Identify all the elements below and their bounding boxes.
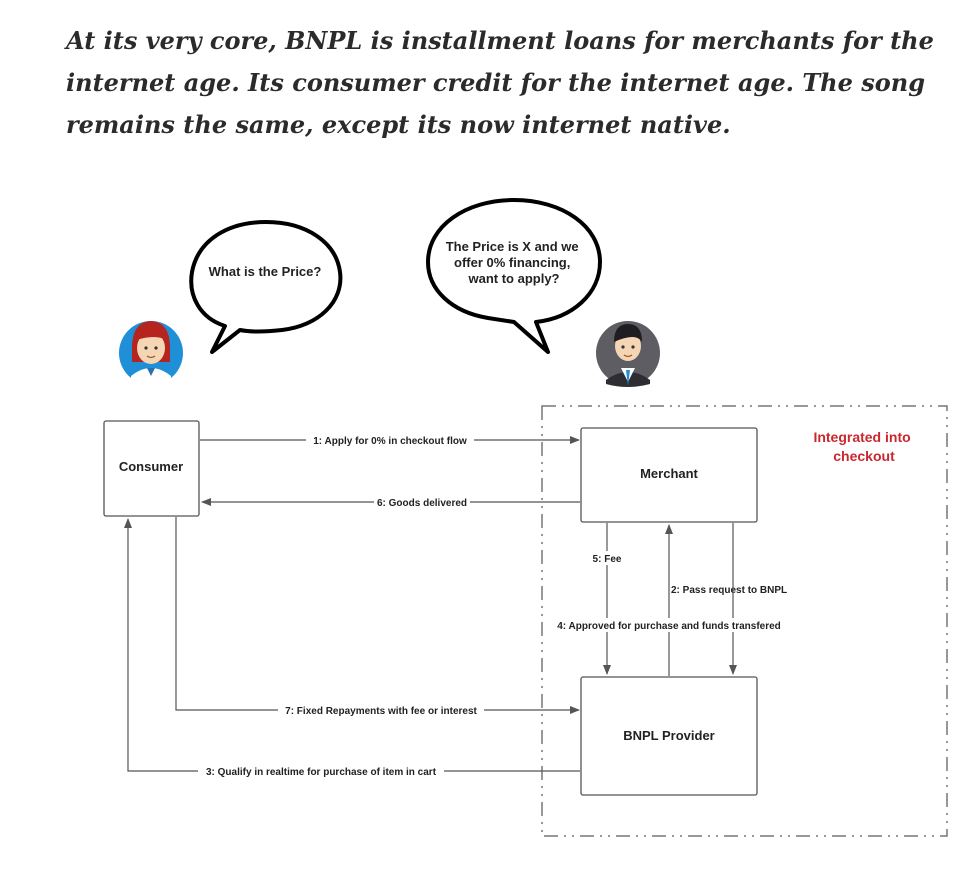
merchant-avatar-icon <box>596 321 660 387</box>
edge-7-line <box>175 517 580 714</box>
consumer-bubble-text: What is the Price? <box>209 264 322 279</box>
edge-3-label: 3: Qualify in realtime for purchase of i… <box>206 767 437 778</box>
edge-2-label: 2: Pass request to BNPL <box>671 585 787 596</box>
merchant-node-box <box>580 427 758 523</box>
merchant-bubble-text: The Price is X and we offer 0% financing… <box>446 239 583 286</box>
consumer-avatar-icon <box>119 321 183 386</box>
edge-5-label: 5: Fee <box>593 554 622 565</box>
bnpl-node-label: BNPL Provider <box>623 728 715 743</box>
bnpl-node-box <box>580 676 758 796</box>
consumer-speech-bubble <box>189 220 343 354</box>
merchant-speech-bubble <box>426 198 602 354</box>
merchant-node-label: Merchant <box>640 466 698 481</box>
consumer-node-label: Consumer <box>119 459 183 474</box>
edge-3-line <box>124 518 580 772</box>
checkout-region-label: Integrated into checkout <box>813 429 914 464</box>
quote-text: At its very core, BNPL is installment lo… <box>66 26 934 139</box>
checkout-region-border <box>541 405 948 837</box>
edge-4-label: 4: Approved for purchase and funds trans… <box>557 621 781 632</box>
edge-7-label: 7: Fixed Repayments with fee or interest <box>285 706 477 717</box>
consumer-node-box <box>103 420 200 517</box>
edge-1-label: 1: Apply for 0% in checkout flow <box>313 436 467 447</box>
edge-6-label: 6: Goods delivered <box>377 498 467 509</box>
